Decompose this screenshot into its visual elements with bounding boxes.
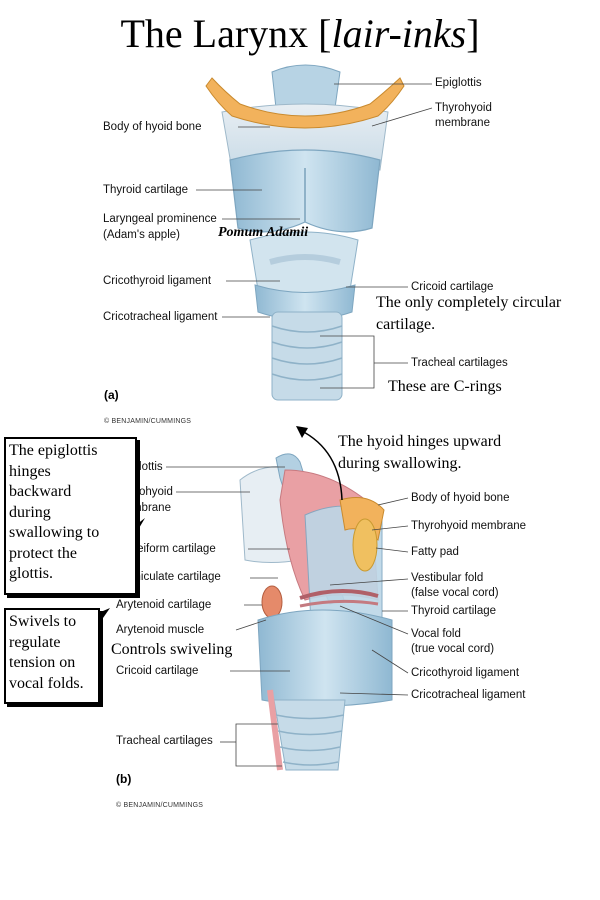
- label-a-body-of-hyoid: Body of hyoid bone: [103, 121, 202, 133]
- label-a-epiglottis: Epiglottis: [435, 77, 482, 89]
- label-b-cricotracheal-ligament: Cricotracheal ligament: [411, 689, 526, 701]
- callout-swivels-line: vocal folds.: [9, 674, 84, 692]
- callout-epiglottis-line: The epiglottis: [9, 442, 98, 459]
- label-b-vestibular-fold-line1: Vestibular fold: [411, 572, 484, 584]
- label-b-cricothyroid-ligament: Cricothyroid ligament: [411, 667, 520, 679]
- label-a-laryngeal-prominence-line2: (Adam's apple): [103, 229, 180, 241]
- label-b-vestibular-fold-line2: (false vocal cord): [411, 587, 499, 599]
- label-b-corniculate: Corniculate cartilage: [116, 571, 221, 583]
- panel-label-b: (b): [116, 772, 132, 786]
- callout-swivels-line: Swivels to: [9, 613, 77, 630]
- label-b-vocal-fold-line1: Vocal fold: [411, 628, 461, 640]
- label-b-cuneiform: Cuneiform cartilage: [116, 543, 216, 555]
- figure-a-drawing: [196, 64, 433, 401]
- label-a-laryngeal-prominence-line1: Laryngeal prominence: [103, 213, 217, 225]
- note-controls-swiveling: Controls swiveling: [111, 641, 233, 658]
- callout-swivels-line: tension on: [9, 654, 76, 671]
- credit-a: © BENJAMIN/CUMMINGS: [104, 418, 192, 425]
- label-a-tracheal-cartilages: Tracheal cartilages: [411, 357, 508, 369]
- callout-epiglottis-line: swallowing to: [9, 524, 100, 541]
- note-hyoid-hinges-line1: The hyoid hinges upward: [338, 433, 502, 450]
- label-b-arytenoid-muscle: Arytenoid muscle: [116, 624, 205, 636]
- label-b-thyrohyoid-membrane: Thyrohyoid membrane: [411, 520, 527, 532]
- label-a-cricothyroid-ligament: Cricothyroid ligament: [103, 275, 212, 287]
- callout-epiglottis-line: protect the: [9, 544, 77, 562]
- label-a-thyroid-cartilage: Thyroid cartilage: [103, 184, 189, 196]
- callout-epiglottis-line: during: [9, 503, 51, 521]
- label-b-cricoid: Cricoid cartilage: [116, 665, 199, 677]
- label-a-cricotracheal-ligament: Cricotracheal ligament: [103, 311, 218, 323]
- label-b-arytenoid-cartilage: Arytenoid cartilage: [116, 599, 212, 611]
- callout-epiglottis-line: hinges: [9, 462, 51, 480]
- credit-b: © BENJAMIN/CUMMINGS: [116, 802, 204, 809]
- label-b-body-of-hyoid: Body of hyoid bone: [411, 492, 510, 504]
- note-circular-line2: cartilage.: [376, 316, 436, 333]
- callout-swivels: Swivels to regulate tension on vocal fol…: [4, 608, 100, 704]
- label-b-fatty-pad: Fatty pad: [411, 546, 459, 558]
- label-b-thyroid-cartilage: Thyroid cartilage: [411, 605, 497, 617]
- panel-label-a: (a): [104, 388, 119, 402]
- callout-epiglottis-line: backward: [9, 483, 72, 500]
- note-circular-line1: The only completely circular: [376, 294, 562, 311]
- figure-b-drawing: [166, 426, 409, 771]
- note-c-rings: These are C-rings: [388, 378, 502, 395]
- page-title: The Larynx [lair-inks]: [120, 11, 480, 56]
- label-b-tracheal: Tracheal cartilages: [116, 735, 213, 747]
- label-a-thyrohyoid-membrane-line2: membrane: [435, 117, 490, 129]
- label-a-thyrohyoid-membrane-line1: Thyrohyoid: [435, 102, 492, 114]
- label-a-cricoid-cartilage: Cricoid cartilage: [411, 281, 494, 293]
- label-a-pomum-adamii: Pomum Adamii: [218, 225, 309, 240]
- callout-epiglottis-line: glottis.: [9, 565, 54, 582]
- callout-swivels-line: regulate: [9, 633, 61, 651]
- callout-epiglottis: The epiglottis hinges backward during sw…: [4, 437, 137, 595]
- label-b-vocal-fold-line2: (true vocal cord): [411, 643, 495, 655]
- note-hyoid-hinges-line2: during swallowing.: [338, 455, 462, 472]
